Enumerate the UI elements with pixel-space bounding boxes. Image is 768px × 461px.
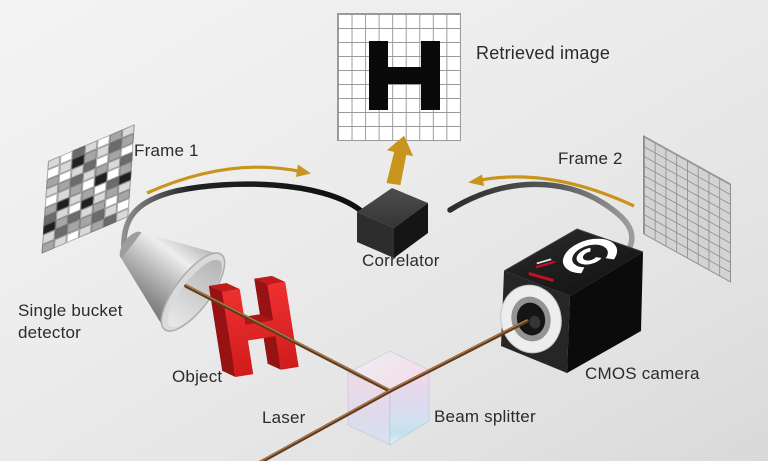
camera-red-stripe [528, 272, 554, 282]
retrieved-image-label: Retrieved image [476, 43, 611, 63]
retrieved-h-right-bar [421, 41, 440, 110]
correlator-to-retrieved-arrow [386, 135, 414, 186]
frame1-label: Frame 1 [134, 141, 199, 160]
correlator-label: Correlator [362, 251, 440, 270]
retrieved-h-crossbar [388, 67, 421, 84]
laser-beam [184, 284, 529, 461]
camera-brand-marks [535, 258, 556, 269]
retrieved-image-grid [337, 13, 461, 141]
frame2-to-correlator-arrow [468, 174, 635, 208]
detector-to-correlator-cable [121, 181, 363, 253]
cmos-camera-label: CMOS camera [585, 364, 700, 383]
frame2-label: Frame 2 [558, 149, 623, 168]
cmos-camera-body [500, 228, 644, 373]
detector-label: Single bucket detector [18, 301, 123, 343]
bucket-detector [119, 231, 226, 332]
frame1-to-correlator-arrow [146, 164, 311, 195]
camera-lens [500, 284, 562, 354]
camera-to-correlator-cable [447, 181, 635, 252]
object-h [208, 275, 299, 377]
object-label: Object [172, 367, 223, 386]
beam-splitter-cube [347, 350, 430, 446]
laser-label: Laser [262, 408, 306, 427]
retrieved-h-left-bar [369, 41, 388, 110]
beam-splitter-label: Beam splitter [434, 407, 536, 426]
correlator-box [357, 188, 428, 258]
